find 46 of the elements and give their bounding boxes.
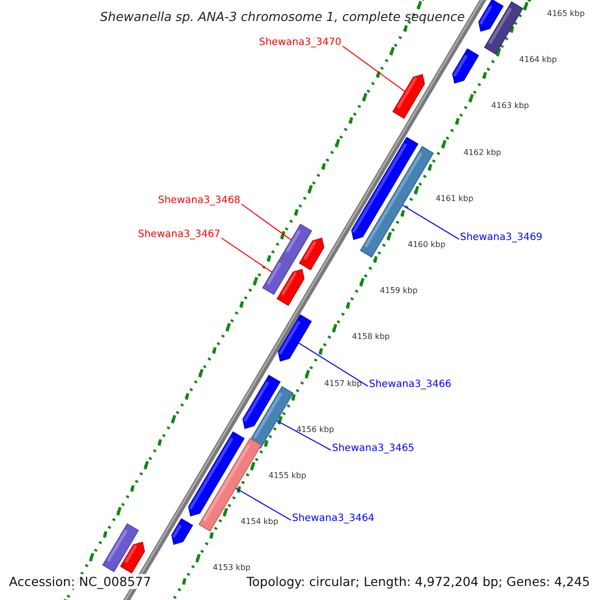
tick-label: 4157 kbp: [324, 378, 362, 389]
gene-marker: [188, 431, 245, 517]
gene-label: Shewana3_3464: [292, 513, 374, 525]
tick-label: 4161 kbp: [436, 194, 474, 204]
tick-label: 4165 kbp: [547, 9, 585, 19]
gene-label: Shewana3_3467: [138, 229, 220, 241]
tick-label: 4158 kbp: [352, 332, 390, 342]
gene-marker: [120, 542, 145, 574]
tick-label: 4163 kbp: [491, 101, 529, 112]
gene-bar: [484, 1, 524, 55]
tick-label: 4154 kbp: [240, 517, 278, 528]
tick-label: 4156 kbp: [296, 424, 334, 435]
tick-label: 4160 kbp: [408, 240, 446, 250]
leader-line: [298, 342, 368, 387]
tick-label: 4162 kbp: [463, 148, 502, 158]
gene-bar: [198, 438, 262, 532]
footer-text: Topology: circular; Length: 4,972,204 bp; Genes: 4,245: [244, 574, 592, 589]
gene-label: Shewana3_3468: [158, 195, 240, 207]
leader-line: [402, 204, 460, 240]
gene-bar: [281, 224, 312, 263]
gene-marker: [298, 238, 324, 270]
gene-marker: [171, 518, 194, 545]
tick-label: 4159 kbp: [380, 286, 418, 296]
map-title: Shewanella sp. ANA-3 chromosome 1, complete sequence: [99, 9, 466, 25]
gene-label: Shewana3_3469: [460, 232, 542, 244]
gene-label: Shewana3_3470: [259, 37, 342, 49]
leader-line: [220, 238, 272, 273]
tick-label: 4164 kbp: [519, 55, 557, 66]
gene-marker: [351, 136, 418, 240]
gene-bar: [262, 256, 294, 296]
gene-label: Shewana3_3465: [332, 443, 414, 455]
gene-label: Shewana3_3466: [369, 379, 452, 391]
tick-label: 4155 kbp: [268, 471, 306, 481]
leader-line: [240, 204, 292, 240]
gene-marker: [478, 0, 504, 32]
gene-marker: [392, 74, 425, 119]
leader-line: [235, 488, 292, 521]
gene-marker: [452, 48, 480, 84]
gene-bar: [102, 523, 139, 572]
leader-line: [342, 46, 406, 92]
gene-marker: [276, 268, 305, 306]
gene-marker: [242, 374, 281, 429]
gene-marker: [278, 314, 312, 362]
gene-bar: [248, 386, 294, 449]
leader-line: [276, 420, 332, 451]
tick-label: 4153 kbp: [212, 563, 250, 574]
